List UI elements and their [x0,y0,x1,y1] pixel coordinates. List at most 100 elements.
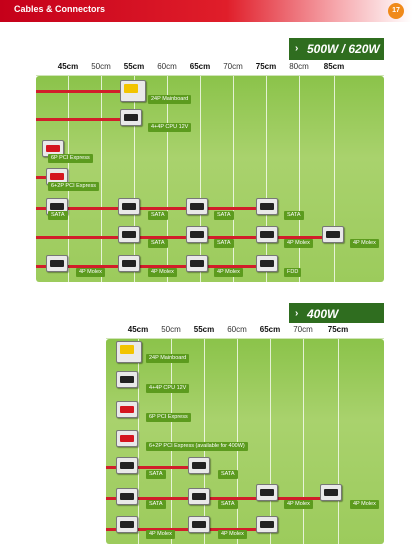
gridline [233,76,234,282]
molex-connector-icon [320,484,342,501]
length-label: 70cm [223,62,243,71]
wattage-label: 400W [307,307,339,321]
gridline [303,339,304,544]
cable-length-scale: 45cm 50cm 55cm 60cm 65cm 70cm 75cm 80cm … [36,60,384,76]
sata-connector-icon [116,488,138,505]
cpu-8pin-connector-icon [120,109,142,126]
pcie-6plus2pin-connector-icon [46,168,68,185]
sata-connector-icon [186,226,208,243]
cable-wire [36,236,334,239]
pcie-6pin-connector-icon [116,401,138,418]
connector-label: 6+2P PCI Express (available for 400W) [146,442,248,451]
length-label: 55cm [123,62,145,71]
gridline [266,76,267,282]
connector-label: SATA [214,239,234,248]
connector-label: SATA [214,211,234,220]
wattage-label: 500W / 620W [307,42,380,56]
chevron-right-icon: › [295,308,299,319]
cable-wire [36,90,120,93]
connector-label: 6P PCI Express [146,413,191,422]
connector-label: SATA [146,470,166,479]
sata-connector-icon [116,457,138,474]
connector-label: 4P Molex [284,500,313,509]
sata-connector-icon [188,488,210,505]
connector-label: 4P Molex [146,530,175,539]
wattage-tab-400: › 400W [289,303,384,325]
gridline [299,76,300,282]
connector-label: 24P Mainboard [146,354,190,363]
cable-length-scale: 45cm 50cm 55cm 60cm 65cm 70cm 75cm [106,323,384,339]
connector-label: SATA [218,470,238,479]
connector-label: SATA [48,211,68,220]
cable-wire [36,207,266,210]
wattage-tab-500-620: › 500W / 620W [289,38,384,60]
length-label: 65cm [259,325,281,334]
length-label: 75cm [255,62,277,71]
molex-connector-icon [256,226,278,243]
section-header: Cables & Connectors 17 [0,0,412,22]
molex-connector-icon [188,516,210,533]
gridline [101,76,102,282]
length-label: 50cm [91,62,111,71]
cable-diagram-board: 24P Mainboard 4+4P CPU 12V 6P PCI Expres… [106,339,384,544]
gridline [338,339,339,544]
connector-label: 4P Molex [284,239,313,248]
connector-label: SATA [148,239,168,248]
gridline [270,339,271,544]
connector-label: SATA [148,211,168,220]
length-label: 45cm [57,62,79,71]
gridline [204,339,205,544]
connector-label: 4+4P CPU 12V [148,123,192,132]
gridline [68,76,69,282]
length-label: 50cm [161,325,181,334]
cable-wire [36,118,120,121]
molex-connector-icon [116,516,138,533]
connector-label: 4P Molex [76,268,105,277]
atx-24pin-connector-icon [116,341,142,363]
connector-label: SATA [218,500,238,509]
cable-wire [106,466,198,469]
molex-connector-icon [256,484,278,501]
sata-connector-icon [188,457,210,474]
sata-connector-icon [118,226,140,243]
sata-connector-icon [118,198,140,215]
connector-label: SATA [284,211,304,220]
connector-label: SATA [146,500,166,509]
section-title: Cables & Connectors [14,4,106,14]
molex-connector-icon [46,255,68,272]
cable-wire [36,176,46,179]
pcie-6plus2pin-connector-icon [116,430,138,447]
molex-connector-icon [322,226,344,243]
cable-diagram-board: 24P Mainboard 4+4P CPU 12V 6P PCI Expres… [36,76,384,282]
connector-label: 4+4P CPU 12V [146,384,190,393]
connector-label: 4P Molex [214,268,243,277]
gridline [334,76,335,282]
length-label: 60cm [227,325,247,334]
molex-connector-icon [118,255,140,272]
fdd-connector-icon [256,516,278,533]
connector-label: 6+2P PCI Express [48,182,99,191]
chevron-right-icon: › [295,43,299,54]
connector-label: 4P Molex [218,530,247,539]
page-number-badge: 17 [388,3,404,19]
atx-24pin-connector-icon [120,80,146,102]
connector-label: 4P Molex [148,268,177,277]
gridline [138,339,139,544]
gridline [237,339,238,544]
connector-label: 4P Molex [350,500,379,509]
cable-wire [36,265,266,268]
sata-connector-icon [186,198,208,215]
cable-wire [106,497,330,500]
cpu-8pin-connector-icon [116,371,138,388]
length-label: 45cm [127,325,149,334]
length-label: 60cm [157,62,177,71]
gridline [200,76,201,282]
length-label: 55cm [193,325,215,334]
connector-label: 6P PCI Express [48,154,93,163]
molex-connector-icon [186,255,208,272]
length-label: 85cm [323,62,345,71]
length-label: 75cm [327,325,349,334]
gridline [167,76,168,282]
connector-label: 24P Mainboard [148,95,192,104]
sata-connector-icon [256,198,278,215]
